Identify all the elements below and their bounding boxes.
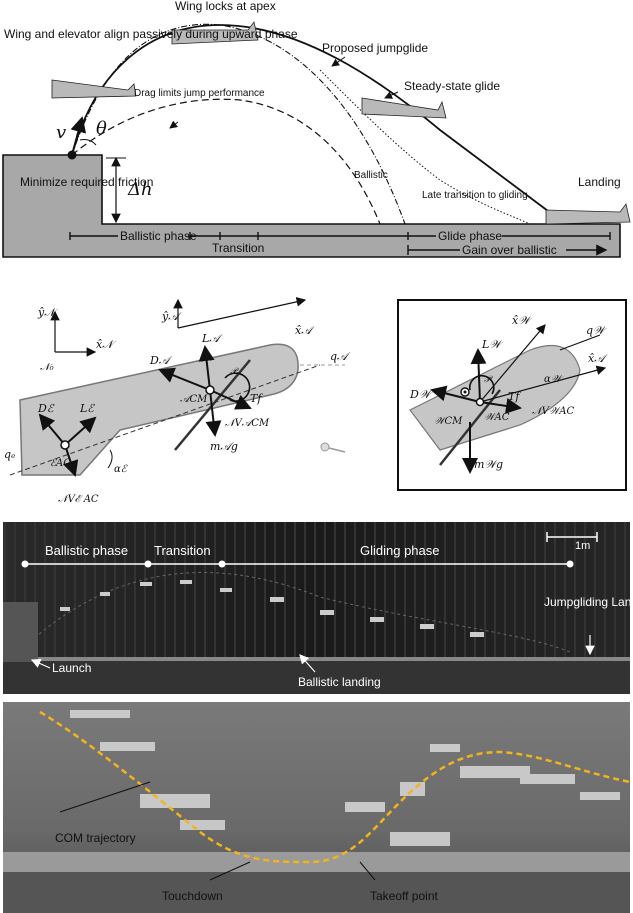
wing-locks-label: Wing locks at apex xyxy=(175,0,276,13)
late-transition-label: Late transition to gliding xyxy=(422,190,528,201)
touchdown-label: Touchdown xyxy=(162,889,223,903)
delta-h-symbol: Δh xyxy=(127,179,153,200)
minimize-friction-label: Minimize required friction xyxy=(20,175,153,189)
inset-x-w: x̂𝒲 xyxy=(512,314,532,327)
photo-ballistic-landing: Ballistic landing xyxy=(298,675,381,689)
label-t-f: T𝑓 xyxy=(250,392,263,405)
label-l-e: Lℰ xyxy=(79,402,95,415)
panel-a-jumpglide-diagram: Wing and elevator align passively during… xyxy=(2,0,631,258)
label-a-cm: 𝒜CM xyxy=(180,394,208,405)
label-q-a: q𝒜 xyxy=(330,350,351,363)
photo-scale-bar: 1m xyxy=(575,540,590,552)
label-d-e: Dℰ xyxy=(37,402,55,415)
inset-v-w: 𝒩V𝒲AC xyxy=(532,406,575,417)
label-p: 𝒫 xyxy=(230,367,239,377)
gain-label: Gain over ballistic xyxy=(462,243,557,257)
drag-limited-path xyxy=(71,98,381,225)
frame-n0: 𝒩₀ xyxy=(40,362,54,373)
photo-launch: Launch xyxy=(52,661,91,675)
takeoff-label: Takeoff point xyxy=(370,889,438,903)
ballistic-path xyxy=(71,23,406,225)
inset-t-f: T𝑓 xyxy=(508,390,521,403)
transition-label: Transition xyxy=(212,241,264,255)
photo-transition: Transition xyxy=(154,543,211,558)
wing-align-label: Wing and elevator align passively during… xyxy=(4,27,298,41)
frame-n-x: x̂𝒩 xyxy=(96,338,116,351)
label-e-ac: ℰAC xyxy=(50,458,71,469)
photo-ballistic-phase: Ballistic phase xyxy=(45,543,128,558)
ballistic-label: Ballistic xyxy=(354,170,388,181)
panel-c-launch-photo: Ballistic phase Transition Gliding phase… xyxy=(3,522,633,694)
proposed-jumpglide-label: Proposed jumpglide xyxy=(322,41,428,55)
label-v-a: 𝒩V𝒜CM xyxy=(225,418,270,429)
label-d-a: D𝒜 xyxy=(149,354,173,367)
velocity-symbol: v xyxy=(56,122,66,143)
label-alpha-e: αℰ xyxy=(114,464,128,475)
inset-l-w: L𝒲 xyxy=(481,338,503,351)
inset-alpha-w: α𝒲 xyxy=(544,374,564,385)
glider-icon xyxy=(51,21,631,225)
inset-w-cm: 𝒲CM xyxy=(434,416,463,427)
label-q-e: qₑ xyxy=(4,448,15,461)
glide-phase-label: Glide phase xyxy=(438,229,502,243)
panel-d-touchdown-photo: COM trajectory Touchdown Takeoff point xyxy=(3,702,631,913)
panel-b-free-body-diagram: ŷ𝒩 x̂𝒩 𝒩₀ ŷ𝒜 x̂𝒜 q𝒜 L𝒜 D𝒜 𝒫 T𝑓 𝒜CM m𝒜g 𝒩… xyxy=(4,297,627,505)
inset-d-w: D𝒲 xyxy=(409,388,433,401)
photo-gliding-phase: Gliding phase xyxy=(360,543,440,558)
theta-symbol: θ xyxy=(96,118,107,139)
proposed-jumpglide-path xyxy=(71,24,561,221)
label-y-a: ŷ𝒜 xyxy=(161,310,182,323)
label-v-e: 𝒩Vℰ AC xyxy=(58,494,99,505)
label-mg-a: m𝒜g xyxy=(210,440,238,453)
label-l-a: L𝒜 xyxy=(201,332,223,345)
steady-glide-label: Steady-state glide xyxy=(404,79,500,93)
drag-limits-label: Drag limits jump performance xyxy=(134,88,265,99)
inset-mg-w: m𝒲g xyxy=(474,458,503,471)
landing-label: Landing xyxy=(578,175,621,189)
inset-q-w: q𝒲 xyxy=(586,324,607,337)
airframe-body xyxy=(19,343,299,476)
inset-x-a: x̂𝒜 xyxy=(588,352,608,365)
ballistic-phase-label: Ballistic phase xyxy=(120,229,197,243)
frame-n-y: ŷ𝒩 xyxy=(37,306,58,319)
inset-p: 𝒫 xyxy=(484,375,493,385)
com-trajectory-line xyxy=(39,710,631,864)
photo-jumpgliding-landing: Jumpgliding Landing xyxy=(544,595,633,609)
label-x-a: x̂𝒜 xyxy=(295,324,315,337)
ground-block xyxy=(2,154,621,258)
com-trajectory-label: COM trajectory xyxy=(55,831,136,845)
inset-w-ac: 𝒲AC xyxy=(484,412,510,423)
